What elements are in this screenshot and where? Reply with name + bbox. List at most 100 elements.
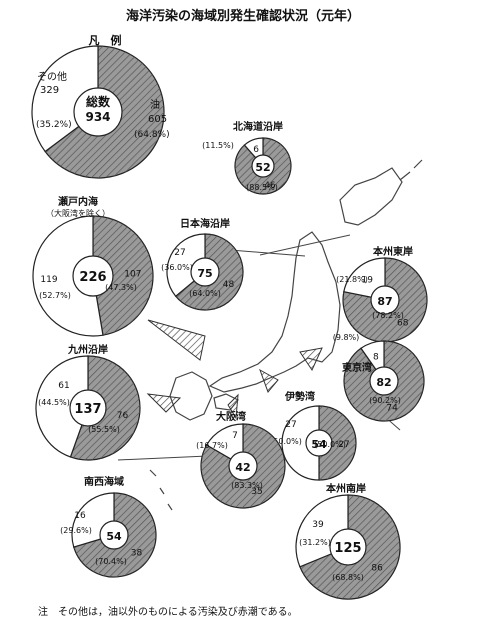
other-pct: (36.0%) [161, 263, 193, 272]
region-tokyo-bay: 東京湾 82 74 8 (9.8%) (90.2%) [333, 333, 425, 422]
region-total: 82 [376, 376, 391, 389]
oil-pct: (90.2%) [369, 396, 401, 405]
other-value: 6 [253, 145, 259, 155]
oil-pct: (83.3%) [231, 481, 263, 490]
region-title: 南西海域 [84, 475, 124, 488]
region-total: 87 [377, 295, 392, 308]
other-slice [35, 355, 89, 458]
legend-other-value: 329 [40, 85, 59, 96]
footnote: 注 その他は，油以外のものによる汚染及び赤潮である。 [38, 605, 298, 618]
legend-donut: 凡 例 総数 934 油 605 (64.8%) その他 329 (35.2%) [31, 33, 170, 179]
oil-pct: (55.5%) [88, 425, 120, 434]
region-title: 東京湾 [342, 361, 372, 374]
oil-value: 74 [386, 404, 398, 414]
other-value: 27 [285, 420, 296, 430]
region-sublabel: （大阪湾を除く） [46, 208, 110, 218]
other-value: 27 [174, 248, 185, 258]
legend-oil-label: 油 [150, 98, 160, 111]
region-pies: 北海道沿岸 52 46 6 (11.5%) (88.5%) 本州東岸 87 6 8 19(21.8%… [32, 120, 428, 600]
other-slice [166, 233, 206, 298]
oil-value: 27 [338, 440, 349, 450]
other-pct: (52.7%) [39, 291, 71, 300]
oil-pct: (68.8%) [332, 573, 364, 582]
oil-pct: (47.3%) [105, 283, 137, 292]
region-title: 本州南岸 [326, 482, 366, 495]
other-value: 8 [373, 352, 379, 362]
region-title: 本州東岸 [373, 245, 413, 258]
other-slice [31, 45, 99, 153]
region-total: 54 [311, 438, 327, 451]
other-value: 7 [232, 431, 238, 441]
chart-title: 海洋汚染の海域別発生確認状況（元年） [126, 8, 360, 24]
other-pct: (9.8%) [333, 333, 360, 342]
legend-oil-pct: (64.8%) [134, 130, 170, 140]
other-pct: (31.2%) [299, 538, 331, 547]
other-value: 16 [74, 511, 86, 521]
oil-value: 38 [131, 549, 143, 559]
oil-pct: (70.4%) [95, 557, 127, 566]
other-pct: (44.5%) [38, 398, 70, 407]
center-hole [251, 154, 275, 178]
legend-total: 934 [85, 110, 110, 124]
region-title: 大阪湾 [216, 410, 246, 423]
center-hole [305, 429, 333, 457]
legend-center-label: 総数 [86, 94, 111, 109]
other-value: 61 [58, 381, 69, 391]
oil-value: 46 [264, 181, 276, 191]
legend-heading: 凡 例 [89, 33, 122, 47]
other-pct: (50.0%) [270, 437, 302, 446]
legend-other-label: その他 [37, 70, 67, 83]
oil-value: 48 [223, 280, 235, 290]
center-hole [72, 255, 114, 297]
other-pct: (21.8%) [336, 275, 368, 284]
center-hole [369, 366, 399, 396]
oil-value: 86 [371, 563, 383, 573]
region-title: 九州沿岸 [67, 343, 108, 356]
region-total: 75 [197, 267, 212, 280]
region-title: 瀬戸内海 [58, 195, 98, 208]
region-seto: 瀬戸内海（大阪湾を除く） 226 107 119 (52.7%) (47.3%) [32, 195, 154, 337]
oil-slice-hatch [319, 406, 356, 480]
region-total: 42 [235, 461, 250, 474]
center-hole [99, 520, 129, 550]
other-value: 119 [40, 275, 57, 285]
oil-pct: (50.0%) [314, 440, 346, 449]
region-osaka-bay: 大阪湾 42 35 7 (16.7%) (83.3%) [196, 410, 286, 509]
center-hole [73, 87, 123, 137]
legend-oil-value: 605 [148, 114, 167, 125]
center-hole [228, 451, 258, 481]
oil-pct: (88.5%) [246, 183, 278, 192]
other-pct: (16.7%) [196, 441, 228, 450]
legend-other-pct: (35.2%) [36, 120, 72, 130]
oil-value: 76 [117, 411, 129, 421]
other-pct: (11.5%) [202, 141, 234, 150]
oil-value: 35 [251, 487, 262, 497]
oil-pct: (64.0%) [189, 289, 221, 298]
oil-slice-hatch [93, 216, 154, 336]
region-title: 北海道沿岸 [233, 120, 283, 133]
center-hole [190, 257, 220, 287]
center-hole [329, 528, 367, 566]
region-total: 52 [255, 161, 270, 174]
other-value: 19 [362, 275, 374, 285]
japan-map [149, 159, 423, 511]
region-total: 226 [79, 270, 106, 285]
other-slice [343, 257, 386, 301]
oil-value: 107 [124, 270, 141, 280]
region-arrows [146, 319, 323, 420]
region-total: 125 [334, 541, 361, 556]
region-total: 54 [106, 530, 122, 543]
other-slice [281, 405, 320, 481]
center-hole [370, 285, 400, 315]
region-title: 伊勢湾 [284, 390, 315, 403]
region-hokkaido: 北海道沿岸 52 46 6 (11.5%) (88.5%) [202, 120, 292, 195]
center-hole [69, 389, 107, 427]
